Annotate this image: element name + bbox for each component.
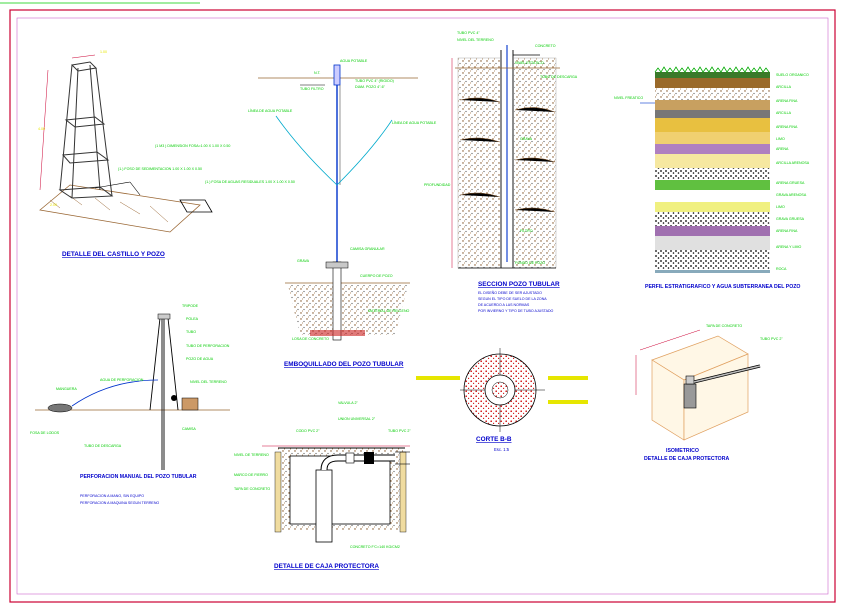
castillo-dim-base: 2.00 bbox=[50, 203, 57, 207]
embo-label-camisa: CAMISA GRANULAR bbox=[350, 247, 385, 251]
iso-title-1: ISOMETRICO bbox=[666, 448, 699, 454]
estrat-layer-5: LIMO bbox=[776, 137, 785, 141]
perf-note-2: PERFORACION A MAQUINA SEGUN TERRENO bbox=[80, 501, 159, 505]
pozo-label-filtro: FILTRO bbox=[520, 229, 533, 233]
caja-label-valvula: VALVULA 2" bbox=[338, 401, 358, 405]
caja-label-codo: CODO PVC 2" bbox=[296, 429, 320, 433]
caja-detail: CODO PVC 2" VALVULA 2" UNION UNIVERSAL 2… bbox=[234, 401, 411, 570]
caja-label-terreno: NIVEL DE TERRENO bbox=[234, 453, 269, 457]
perf-label-terreno: NIVEL DEL TERRENO bbox=[190, 380, 227, 384]
estrat-layer-11: GRAVA GRUESA bbox=[776, 217, 805, 221]
perf-label-polea: POLEA bbox=[186, 317, 199, 321]
pozo-note-3: DE ACUERDO A LAS NORMAS bbox=[478, 303, 530, 307]
caja-title: DETALLE DE CAJA PROTECTORA bbox=[274, 563, 379, 570]
estrat-layer-6: ARENA bbox=[776, 147, 789, 151]
isometrico-detail: TAPA DE CONCRETO TUBO PVC 2" ISOMETRICO … bbox=[635, 324, 783, 462]
caja-label-concreto: CONCRETO F'C=140 KG/CM2 bbox=[350, 545, 400, 549]
perf-note-1: PERFORACION A MANO, SIN EQUIPO bbox=[80, 494, 144, 498]
castillo-dim-top: 1.00 bbox=[100, 50, 107, 54]
castillo-label-3: (1.) FOSA DE AGUAS RESIDUALES 1.00 X 1.0… bbox=[205, 180, 295, 184]
embo-label-filtro: TUBO FILTRO bbox=[300, 87, 324, 91]
pozo-label-terreno: NIVEL DEL TERRENO bbox=[457, 38, 494, 42]
caja-label-tubo: TUBO PVC 2" bbox=[388, 429, 411, 433]
pozo-label-profundidad: PROFUNDIDAD bbox=[424, 183, 451, 187]
estrat-layer-12: ARENA FINA bbox=[776, 229, 798, 233]
perf-label-tubo: TUBO bbox=[186, 330, 196, 334]
castillo-label-2: (1.) FOSO DE SEDIMENTACION 1.00 X 1.00 X… bbox=[118, 167, 202, 171]
pozo-note-4: POR INVIERNO Y TIPO DE TUBO AJUSTADO bbox=[478, 309, 554, 313]
pozo-note-1: EL DISEÑO DEBE DE SER AJUSTADO bbox=[478, 290, 542, 295]
estratigrafia-title: PERFIL ESTRATIGRAFICO Y AGUA SUBTERRANEA… bbox=[645, 284, 800, 290]
embo-label-tubo: TUBO PVC 4" (RIGIDO) bbox=[355, 79, 394, 83]
estrat-layer-8: ARENA GRUESA bbox=[776, 181, 805, 185]
embo-label-losa: LOSA DE CONCRETO bbox=[292, 337, 329, 341]
pozo-label-estatico: NIVEL ESTATICO bbox=[515, 61, 544, 65]
castillo-title: DETALLE DEL CASTILLO Y POZO bbox=[62, 251, 165, 258]
emboquillado-title: EMBOQUILLADO DEL POZO TUBULAR bbox=[284, 361, 404, 368]
perf-label-manguera: MANGUERA bbox=[56, 387, 77, 391]
estratigrafia-detail: NIVEL FREATICO SUELO ORGANICO ARCILLA AR… bbox=[614, 66, 810, 290]
embo-label-cuerpo: CUERPO DE POZO bbox=[360, 274, 393, 278]
outer-frame bbox=[9, 9, 836, 603]
corte-scale: Esc. 1:5 bbox=[494, 447, 510, 452]
estrat-legend: SUELO ORGANICO ARCILLA ARENA FINA ARCILL… bbox=[776, 73, 810, 271]
iso-title-2: DETALLE DE CAJA PROTECTORA bbox=[644, 456, 729, 462]
estrat-layer-0: SUELO ORGANICO bbox=[776, 73, 809, 77]
caja-label-marco: MARCO DE FIERRO bbox=[234, 473, 268, 477]
embo-label-linea-2: LÍNEA DE AGUA POTABLE bbox=[392, 121, 437, 125]
pozo-label-grava: GRAVA bbox=[520, 137, 533, 141]
estrat-layer-1: ARCILLA bbox=[776, 85, 792, 89]
estrat-layer-4: ARENA FINA bbox=[776, 125, 798, 129]
castillo-label-1: (1 M3 ) DIMENSION FOSA=1.00 X 1.00 X 0.5… bbox=[155, 144, 230, 148]
perf-label-agua: AGUA DE PERFORACION bbox=[100, 378, 144, 382]
estrat-side-label: NIVEL FREATICO bbox=[614, 96, 643, 100]
perf-label-descarga: TUBO DE DESCARGA bbox=[84, 444, 122, 448]
embo-label-nt: N.T. bbox=[314, 71, 321, 75]
corte-title: CORTE B-B bbox=[476, 436, 512, 443]
embo-label-diam: DIAM. POZO 4"-6" bbox=[355, 85, 386, 89]
caja-label-union: UNION UNIVERSAL 2" bbox=[338, 417, 376, 421]
embo-label-grava: GRAVA bbox=[297, 259, 310, 263]
pozo-label-concreto: CONCRETO bbox=[535, 44, 556, 48]
perf-label-tubo-perf: TUBO DE PERFORACION bbox=[186, 344, 230, 348]
caja-label-tapa: TAPA DE CONCRETO bbox=[234, 487, 270, 491]
seccion-pozo-title: SECCION POZO TUBULAR bbox=[478, 281, 560, 288]
iso-label-tubo: TUBO PVC 2" bbox=[760, 337, 783, 341]
perf-label-camisa: CAMISA bbox=[182, 427, 196, 431]
estrat-layer-10: LIMO bbox=[776, 205, 785, 209]
estrat-layer-2: ARENA FINA bbox=[776, 99, 798, 103]
estrat-layer-13: ARENA Y LIMO bbox=[776, 245, 801, 249]
pozo-label-tubo: TUBO PVC 4" bbox=[457, 31, 480, 35]
perf-label-pozo: POZO DE AGUA bbox=[186, 357, 214, 361]
seccion-pozo-detail: TUBO PVC 4" NIVEL DEL TERRENO CONCRETO N… bbox=[424, 31, 578, 313]
pozo-label-descarga: TUBO DE DESCARGA bbox=[540, 75, 578, 79]
inner-frame bbox=[16, 17, 829, 595]
iso-label-tapa: TAPA DE CONCRETO bbox=[706, 324, 742, 328]
corte-detail: CORTE B-B Esc. 1:5 bbox=[416, 348, 588, 452]
embo-label-relleno: MATERIAL DE RELLENO bbox=[368, 309, 410, 313]
perf-label-tripode: TRIPODE bbox=[182, 304, 199, 308]
estrat-layer-3: ARCILLA bbox=[776, 111, 792, 115]
embo-label-agua: AGUA POTABLE bbox=[340, 59, 368, 63]
pozo-label-fondo: FONDO DE POZO bbox=[515, 261, 545, 265]
pozo-note-2: SEGUN EL TIPO DE SUELO DE LA ZONA bbox=[478, 297, 547, 301]
embo-label-linea-1: LÍNEA DE AGUA POTABLE bbox=[248, 109, 293, 113]
estrat-layer-9: GRAVA ARENOSA bbox=[776, 193, 807, 197]
estrat-layer-7: ARCILLA ARENOSA bbox=[776, 161, 810, 165]
castillo-detail: 1.00 4.00 2.00 (1 M3 ) DIMENSION FOSA=1.… bbox=[38, 50, 295, 258]
perforacion-title: PERFORACION MANUAL DEL POZO TUBULAR bbox=[80, 474, 197, 480]
castillo-dim-height: 4.00 bbox=[38, 127, 45, 131]
perf-label-fosa: FOSA DE LODOS bbox=[30, 431, 60, 435]
perforacion-detail: TRIPODE POLEA TUBO TUBO DE PERFORACION P… bbox=[30, 304, 230, 505]
estrat-layer-14: ROCA bbox=[776, 267, 787, 271]
emboquillado-detail: AGUA POTABLE N.T. TUBO PVC 4" (RIGIDO) D… bbox=[248, 59, 437, 368]
